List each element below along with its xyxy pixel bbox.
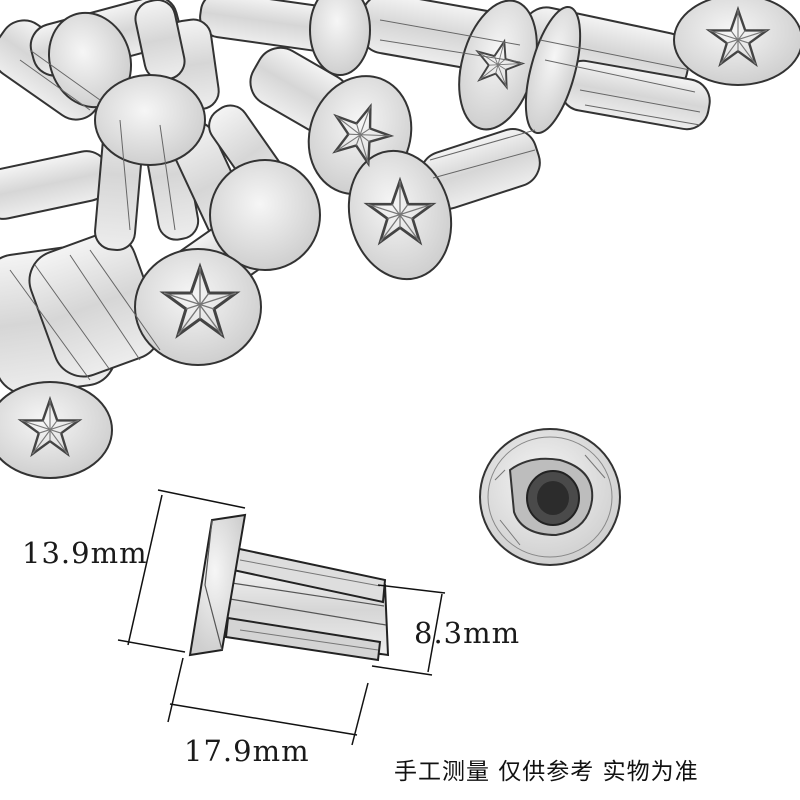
rivet-pile [0, 0, 800, 479]
rivet-top-view [479, 428, 621, 566]
diameter-dimension-label: 8.3mm [414, 616, 521, 650]
dimension-lines [117, 489, 446, 746]
height-dimension-label: 13.9mm [22, 536, 148, 570]
measurement-disclaimer: 手工测量 仅供参考 实物为准 [394, 759, 699, 785]
length-dimension-label: 17.9mm [184, 734, 310, 768]
rivet-side-view [188, 513, 390, 662]
